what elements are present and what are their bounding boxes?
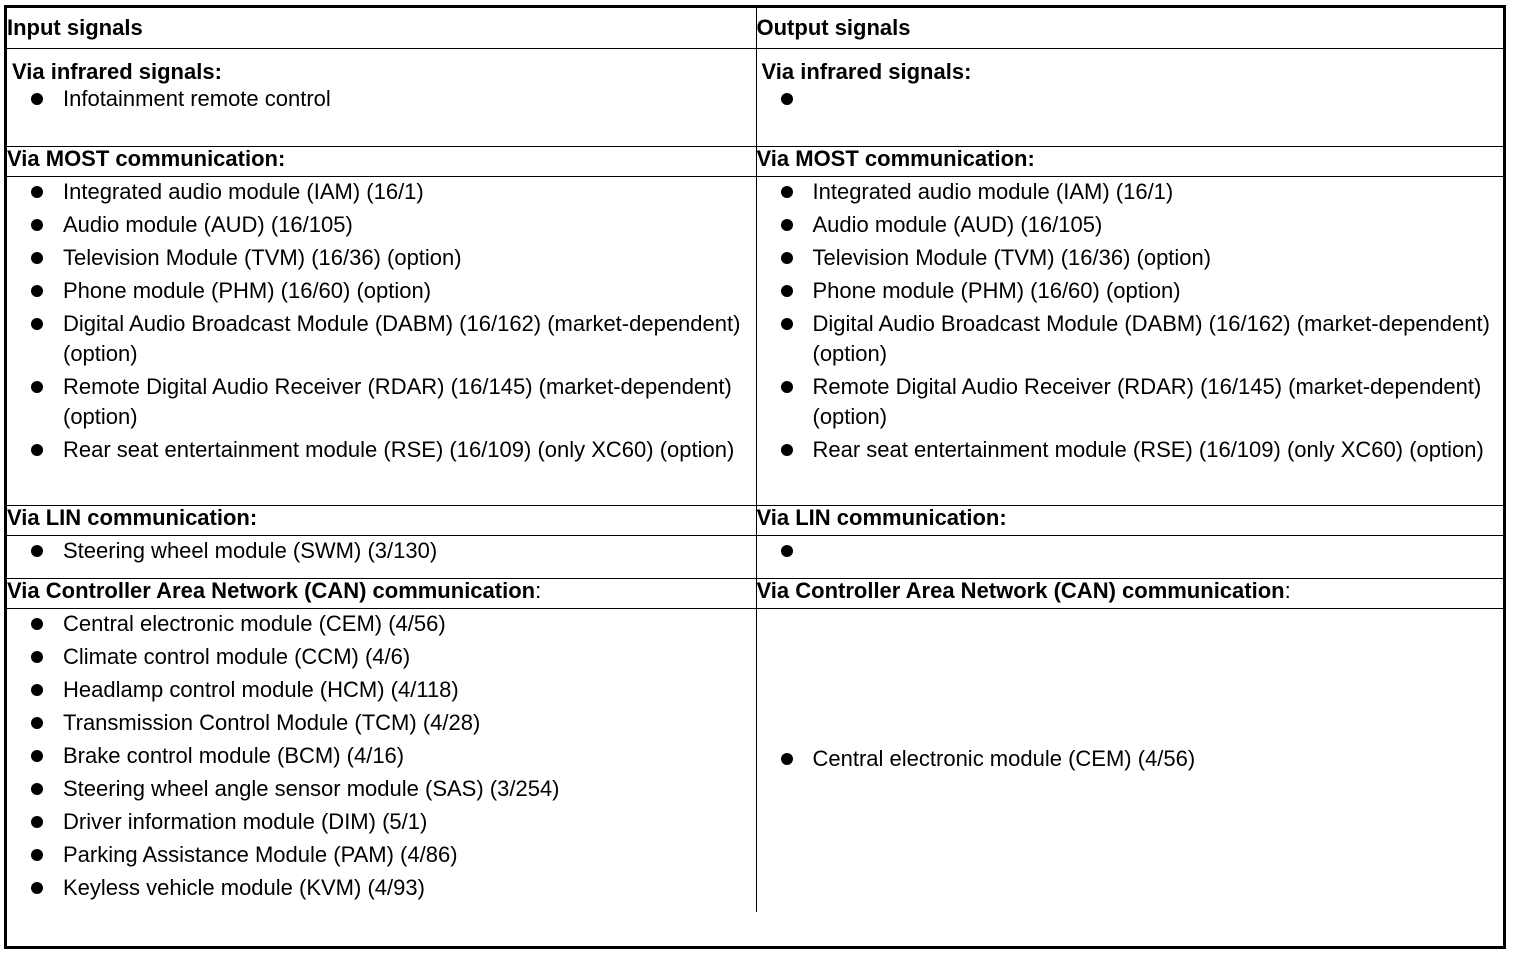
infrared-input-heading: Via infrared signals: bbox=[12, 59, 222, 84]
can-output-cell: Central electronic module (CEM) (4/56) bbox=[755, 608, 1504, 912]
lin-output-cell: ​ bbox=[755, 535, 1504, 579]
list-item: Rear seat entertainment module (RSE) (16… bbox=[7, 435, 756, 465]
most-output-heading: Via MOST communication: bbox=[755, 146, 1503, 177]
most-output-cell: Integrated audio module (IAM) (16/1) Aud… bbox=[755, 176, 1504, 506]
can-input-list: Central electronic module (CEM) (4/56) C… bbox=[7, 609, 756, 903]
list-item: Integrated audio module (IAM) (16/1) bbox=[757, 177, 1504, 207]
can-output-list: Central electronic module (CEM) (4/56) bbox=[757, 744, 1504, 774]
signals-table: Input signals Output signals Via infrare… bbox=[7, 8, 1503, 912]
can-output-heading-text: Via Controller Area Network (CAN) commun… bbox=[756, 578, 1285, 603]
list-item: ​ bbox=[757, 84, 1504, 114]
can-input-heading-text: Via Controller Area Network (CAN) commun… bbox=[7, 578, 536, 603]
list-item: Remote Digital Audio Receiver (RDAR) (16… bbox=[757, 372, 1504, 432]
list-item: Remote Digital Audio Receiver (RDAR) (16… bbox=[7, 372, 756, 432]
list-item: Steering wheel module (SWM) (3/130) bbox=[7, 536, 756, 566]
most-input-cell: Integrated audio module (IAM) (16/1) Aud… bbox=[7, 176, 757, 506]
list-item: Phone module (PHM) (16/60) (option) bbox=[757, 276, 1504, 306]
can-input-cell: Central electronic module (CEM) (4/56) C… bbox=[7, 608, 757, 912]
list-item: Keyless vehicle module (KVM) (4/93) bbox=[7, 873, 756, 903]
list-item: Headlamp control module (HCM) (4/118) bbox=[7, 675, 756, 705]
list-item: Rear seat entertainment module (RSE) (16… bbox=[757, 435, 1504, 465]
list-item: Digital Audio Broadcast Module (DABM) (1… bbox=[757, 309, 1504, 369]
most-input-list: Integrated audio module (IAM) (16/1) Aud… bbox=[7, 177, 756, 465]
infrared-output-heading: Via infrared signals: bbox=[761, 59, 972, 84]
can-list-row: Central electronic module (CEM) (4/56) C… bbox=[7, 608, 1504, 912]
most-list-row: Integrated audio module (IAM) (16/1) Aud… bbox=[7, 176, 1504, 506]
list-item: ​ bbox=[757, 536, 1504, 566]
most-heading-row: Via MOST communication: Via MOST communi… bbox=[7, 146, 1503, 177]
most-output-list: Integrated audio module (IAM) (16/1) Aud… bbox=[757, 177, 1504, 465]
signals-sheet: Input signals Output signals Via infrare… bbox=[4, 5, 1506, 949]
list-item: Climate control module (CCM) (4/6) bbox=[7, 642, 756, 672]
lin-input-cell: Steering wheel module (SWM) (3/130) bbox=[7, 535, 757, 579]
list-item: Audio module (AUD) (16/105) bbox=[757, 210, 1504, 240]
list-item: Parking Assistance Module (PAM) (4/86) bbox=[7, 840, 756, 870]
lin-input-list: Steering wheel module (SWM) (3/130) bbox=[7, 536, 756, 566]
output-signals-header: Output signals bbox=[755, 8, 1503, 49]
can-output-heading: Via Controller Area Network (CAN) commun… bbox=[755, 578, 1503, 609]
list-item: Phone module (PHM) (16/60) (option) bbox=[7, 276, 756, 306]
can-heading-row: Via Controller Area Network (CAN) commun… bbox=[7, 578, 1503, 609]
list-item: Central electronic module (CEM) (4/56) bbox=[7, 609, 756, 639]
list-item: Integrated audio module (IAM) (16/1) bbox=[7, 177, 756, 207]
list-item: Audio module (AUD) (16/105) bbox=[7, 210, 756, 240]
input-signals-header: Input signals bbox=[7, 8, 757, 49]
most-input-heading: Via MOST communication: bbox=[7, 146, 757, 177]
list-item: Driver information module (DIM) (5/1) bbox=[7, 807, 756, 837]
list-item: Transmission Control Module (TCM) (4/28) bbox=[7, 708, 756, 738]
lin-output-heading: Via LIN communication: bbox=[755, 505, 1503, 536]
can-input-heading-colon: : bbox=[535, 578, 542, 603]
infrared-output-list: ​ bbox=[757, 84, 1504, 114]
can-input-heading: Via Controller Area Network (CAN) commun… bbox=[7, 578, 757, 609]
list-item: Central electronic module (CEM) (4/56) bbox=[757, 744, 1504, 774]
lin-output-list: ​ bbox=[757, 536, 1504, 566]
infrared-row: Via infrared signals: Infotainment remot… bbox=[7, 48, 1504, 147]
list-item: Television Module (TVM) (16/36) (option) bbox=[7, 243, 756, 273]
lin-input-heading: Via LIN communication: bbox=[7, 505, 757, 536]
header-row: Input signals Output signals bbox=[7, 8, 1503, 49]
lin-list-row: Steering wheel module (SWM) (3/130) ​ bbox=[7, 535, 1504, 579]
infrared-output-cell: Via infrared signals: ​ bbox=[755, 48, 1504, 147]
can-output-heading-colon: : bbox=[1284, 578, 1291, 603]
list-item: Television Module (TVM) (16/36) (option) bbox=[757, 243, 1504, 273]
infrared-input-cell: Via infrared signals: Infotainment remot… bbox=[7, 48, 757, 147]
infrared-input-list: Infotainment remote control bbox=[7, 84, 756, 114]
lin-heading-row: Via LIN communication: Via LIN communica… bbox=[7, 505, 1503, 536]
list-item: Digital Audio Broadcast Module (DABM) (1… bbox=[7, 309, 756, 369]
list-item: Steering wheel angle sensor module (SAS)… bbox=[7, 774, 756, 804]
list-item: Brake control module (BCM) (4/16) bbox=[7, 741, 756, 771]
list-item: Infotainment remote control bbox=[7, 84, 756, 114]
